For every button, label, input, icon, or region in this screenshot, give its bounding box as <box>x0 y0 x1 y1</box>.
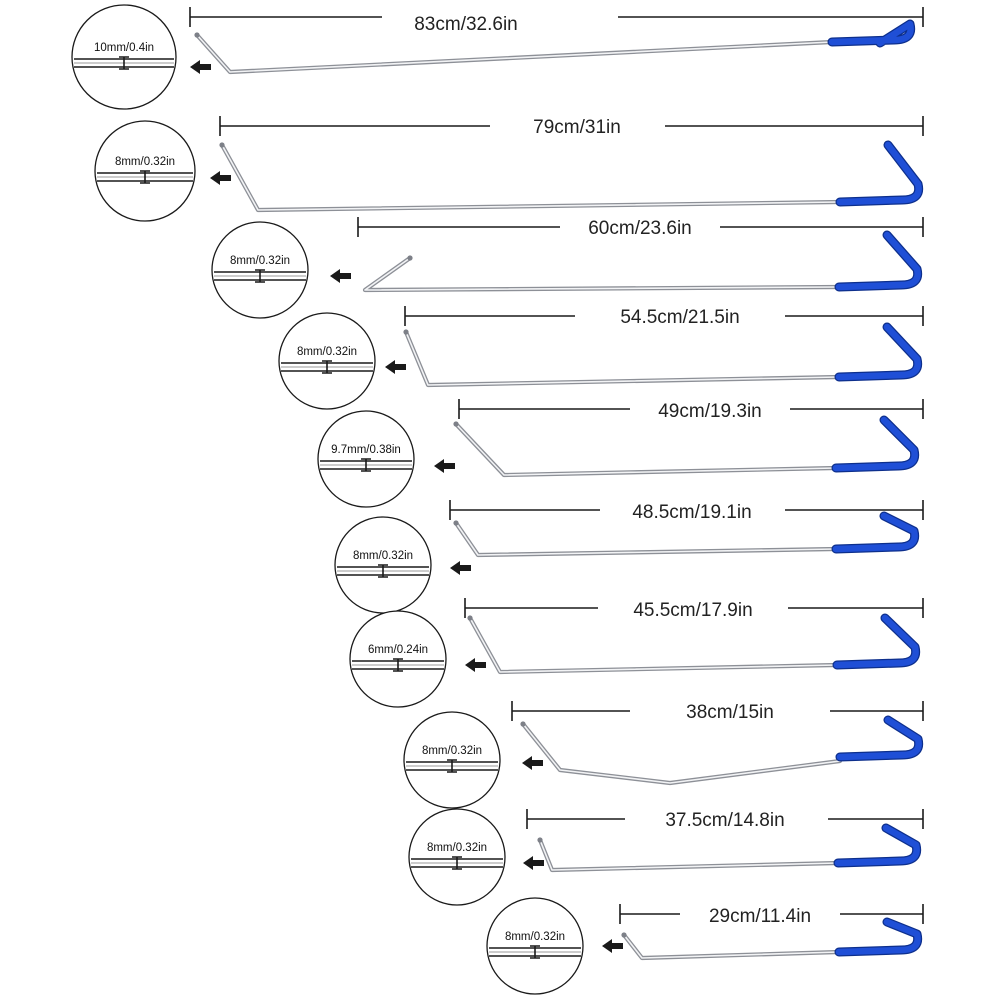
diameter-label: 8mm/0.32in <box>353 550 413 562</box>
length-label: 37.5cm/14.8in <box>665 810 784 831</box>
handle-outline <box>832 613 921 670</box>
arrow-left-icon <box>190 60 211 74</box>
rod-tip <box>520 721 526 727</box>
rod-tip <box>537 837 543 843</box>
length-label: 83cm/32.6in <box>414 14 518 35</box>
diameter-label: 9.7mm/0.38in <box>331 444 401 456</box>
rod-row: 79cm/31in 8mm/0.32in <box>94 116 924 222</box>
rod-row: 45.5cm/17.9in 6mm/0.24in <box>349 598 924 708</box>
length-label: 48.5cm/19.1in <box>632 502 751 523</box>
diameter-label: 8mm/0.32in <box>297 346 357 358</box>
blue-handle <box>832 416 918 472</box>
rod-shaft-highlight <box>221 144 841 211</box>
blue-handle <box>835 231 921 291</box>
rod-row: 48.5cm/19.1in 8mm/0.32in <box>334 500 924 614</box>
blue-handle <box>836 141 922 206</box>
rod-shaft-highlight <box>623 934 840 959</box>
rod-shaft <box>194 32 835 75</box>
length-label: 54.5cm/21.5in <box>620 307 739 328</box>
rod-row: 49cm/19.3in 9.7mm/0.38in <box>317 399 924 508</box>
handle-outline <box>835 715 924 762</box>
arrow-left-icon <box>434 459 455 473</box>
rod-tip <box>219 142 225 148</box>
blue-handle <box>832 512 918 553</box>
diameter-marker-icon <box>361 458 371 472</box>
diameter-label: 8mm/0.32in <box>427 842 487 854</box>
arrow-left-icon <box>602 939 623 953</box>
rod-row: 60cm/23.6in 8mm/0.32in <box>211 217 924 319</box>
rod-shaft <box>520 721 843 786</box>
rod-row: 83cm/32.6in 10mm/0.4in <box>71 4 924 110</box>
diameter-label: 8mm/0.32in <box>422 745 482 757</box>
blue-handle <box>835 323 921 381</box>
diameter-marker-icon <box>322 360 332 374</box>
handle-outline <box>831 415 920 473</box>
length-label: 79cm/31in <box>533 117 621 138</box>
rod-shaft-highlight <box>405 331 840 386</box>
length-label: 60cm/23.6in <box>588 218 692 239</box>
rod-shaft-highlight <box>364 257 840 291</box>
diameter-marker-icon <box>393 658 403 672</box>
rod-row: 37.5cm/14.8in 8mm/0.32in <box>408 808 924 906</box>
arrow-left-icon <box>385 360 406 374</box>
rod-shaft <box>362 255 842 293</box>
rod-shaft <box>219 142 843 213</box>
rod-tip <box>194 32 200 38</box>
diameter-label: 10mm/0.4in <box>94 42 154 54</box>
rod-shaft-highlight <box>455 522 837 556</box>
diameter-marker-icon <box>119 56 129 70</box>
rod-row: 29cm/11.4in 8mm/0.32in <box>486 897 924 995</box>
diameter-marker-icon <box>530 945 540 959</box>
length-label: 38cm/15in <box>686 702 774 723</box>
rod-tip <box>453 520 459 526</box>
rod-shaft <box>467 615 840 675</box>
arrow-left-icon <box>522 756 543 770</box>
diameter-label: 8mm/0.32in <box>505 931 565 943</box>
rod-row: 54.5cm/21.5in 8mm/0.32in <box>278 306 924 410</box>
rod-shaft-highlight <box>539 839 839 871</box>
arrow-left-icon <box>210 171 231 185</box>
rod-shaft <box>403 329 842 388</box>
diameter-label: 8mm/0.32in <box>230 255 290 267</box>
blue-handle <box>835 918 921 956</box>
diameter-marker-icon <box>452 856 462 870</box>
length-label: 45.5cm/17.9in <box>633 600 752 621</box>
rod-shaft-highlight <box>522 723 841 784</box>
diameter-label: 6mm/0.24in <box>368 644 428 656</box>
handle-outline <box>834 322 923 382</box>
rod-shaft-highlight <box>469 617 838 673</box>
rod-tip <box>467 615 473 621</box>
arrow-left-icon <box>523 856 544 870</box>
diameter-marker-icon <box>255 269 265 283</box>
diameter-marker-icon <box>447 759 457 773</box>
diameter-marker-icon <box>378 564 388 578</box>
length-label: 29cm/11.4in <box>709 906 811 927</box>
blue-handle <box>836 716 922 761</box>
length-label: 49cm/19.3in <box>658 401 762 422</box>
rod-shaft-highlight <box>196 34 833 73</box>
rod-tip <box>453 421 459 427</box>
rod-row: 38cm/15in 8mm/0.32in <box>403 701 924 809</box>
rod-tip <box>621 932 627 938</box>
rod-tip <box>403 329 409 335</box>
arrow-left-icon <box>330 269 351 283</box>
arrow-left-icon <box>450 561 471 575</box>
blue-handle <box>833 614 919 669</box>
arrow-left-icon <box>465 658 486 672</box>
rod-shaft <box>453 421 839 478</box>
diameter-label: 8mm/0.32in <box>115 156 175 168</box>
diameter-marker-icon <box>140 170 150 184</box>
rod-shaft <box>537 837 841 873</box>
blue-handle <box>834 824 920 867</box>
blue-handle <box>828 20 914 47</box>
rod-shaft-highlight <box>455 423 837 476</box>
rod-tip <box>407 255 413 261</box>
